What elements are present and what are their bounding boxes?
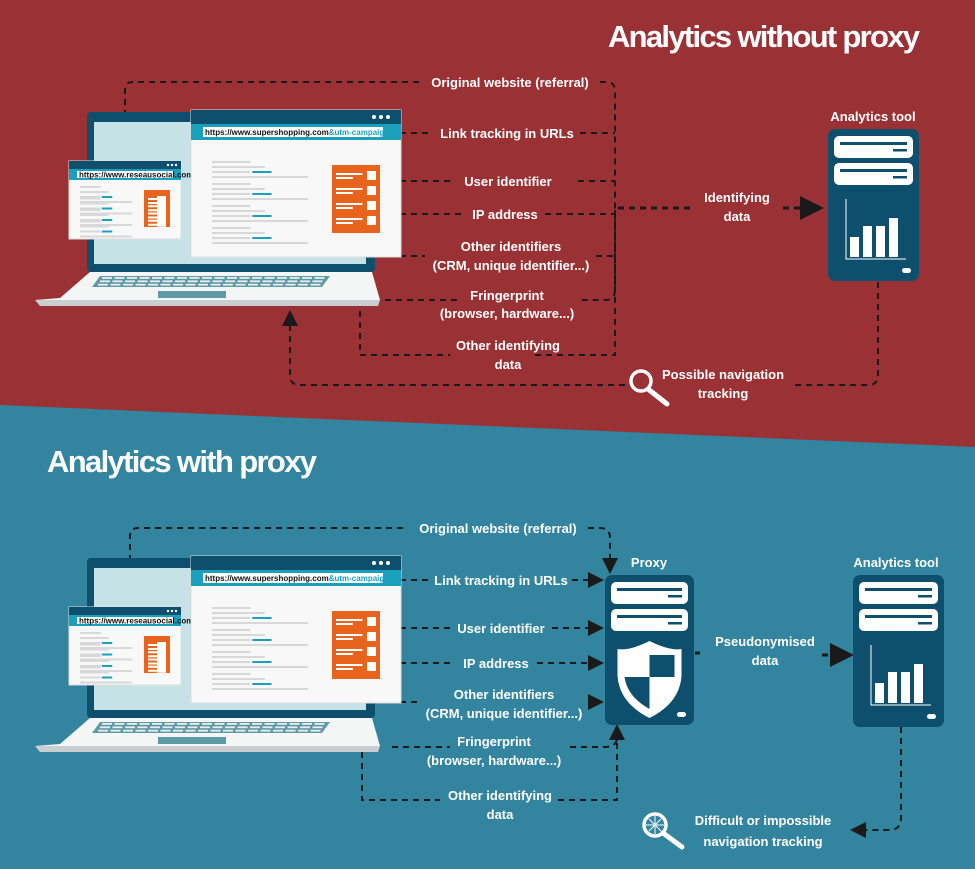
label-other-data-2: data	[487, 807, 515, 822]
label-ip-address: IP address	[472, 207, 538, 222]
trackpad	[158, 291, 226, 298]
proxy-title: Proxy	[631, 555, 668, 570]
tracking-label-2: tracking	[698, 386, 749, 401]
small-browser-window: https://www.reseausocial.com	[68, 160, 193, 240]
tracking-label: Difficult or impossible	[695, 813, 832, 828]
label-referral: Original website (referral)	[431, 75, 589, 90]
label-user-identifier: User identifier	[464, 174, 551, 189]
chart-bar	[850, 237, 859, 257]
broken-magnifier-icon	[642, 812, 685, 850]
label-user-identifier: User identifier	[457, 621, 544, 636]
label-fingerprint-detail: (browser, hardware...)	[427, 753, 561, 768]
server-drive	[834, 136, 913, 158]
url-bar: https://www.supershopping.com&utm-campai…	[205, 128, 401, 137]
server-drive	[611, 609, 688, 631]
label-other-identifiers-detail: (CRM, unique identifier...)	[426, 706, 583, 721]
label-fingerprint: Fringerprint	[457, 734, 531, 749]
chart-bar	[876, 226, 885, 257]
chart-bar	[889, 218, 898, 257]
tracking-label-2: navigation tracking	[703, 834, 822, 849]
main-browser-window: https://www.supershopping.com&utm-campai…	[190, 109, 402, 258]
chart-axis	[845, 199, 906, 260]
pseudonymised-label: Pseudonymised	[715, 634, 815, 649]
magnifier-icon	[629, 369, 670, 407]
section-title: Analytics with proxy	[47, 444, 318, 479]
small-browser-window: https://www.reseausocial.com	[68, 606, 193, 686]
pseudonymised-label-2: data	[752, 653, 780, 668]
server-drive	[611, 582, 688, 604]
identifying-data-label: Identifying	[704, 190, 770, 205]
dashed-connectors	[124, 81, 879, 386]
power-led	[902, 268, 911, 273]
laptop: https://www.reseausocial.com https://www.…	[35, 109, 402, 306]
analytics-tool-title: Analytics tool	[853, 555, 938, 570]
section-with-proxy: Analytics with proxy https://www.reseaus…	[35, 444, 944, 850]
identifying-data-label-2: data	[724, 209, 752, 224]
section-title: Analytics without proxy	[608, 19, 921, 54]
chart-bar	[901, 672, 910, 703]
power-led	[927, 714, 936, 719]
server-drive	[834, 163, 913, 185]
label-other-data-2: data	[495, 357, 523, 372]
label-other-data: Other identifying	[456, 338, 560, 353]
label-fingerprint-detail: (browser, hardware...)	[440, 306, 574, 321]
url-bar: https://www.supershopping.com&utm-campai…	[205, 574, 401, 583]
laptop: https://www.reseausocial.com https://www.…	[35, 555, 402, 752]
section-without-proxy: Analytics without proxy https://www.rese…	[35, 19, 921, 407]
chart-bar	[914, 664, 923, 703]
label-other-data: Other identifying	[448, 788, 552, 803]
power-led	[677, 712, 686, 717]
label-ip-address: IP address	[463, 656, 529, 671]
tracking-label: Possible navigation	[662, 367, 784, 382]
analytics-server-icon	[828, 129, 919, 281]
label-other-identifiers-detail: (CRM, unique identifier...)	[433, 258, 590, 273]
chart-bar	[888, 672, 897, 703]
label-referral: Original website (referral)	[419, 521, 577, 536]
label-link-tracking: Link tracking in URLs	[440, 126, 574, 141]
trackpad	[158, 737, 226, 744]
server-drive	[859, 582, 938, 604]
analytics-tool-title: Analytics tool	[830, 109, 915, 124]
label-link-tracking: Link tracking in URLs	[434, 573, 568, 588]
chart-bar	[863, 226, 872, 257]
small-url-bar: https://www.reseausocial.com	[79, 171, 193, 180]
analytics-server-icon	[853, 575, 944, 727]
chart-bar	[875, 683, 884, 703]
small-url-bar: https://www.reseausocial.com	[79, 617, 193, 626]
chart-axis	[870, 645, 931, 706]
label-other-identifiers: Other identifiers	[454, 687, 554, 702]
label-fingerprint: Fringerprint	[470, 288, 544, 303]
server-drive	[859, 609, 938, 631]
dashed-connectors	[129, 527, 902, 838]
proxy-server-icon	[605, 575, 694, 725]
main-browser-window: https://www.supershopping.com&utm-campai…	[190, 555, 402, 704]
label-other-identifiers: Other identifiers	[461, 239, 561, 254]
